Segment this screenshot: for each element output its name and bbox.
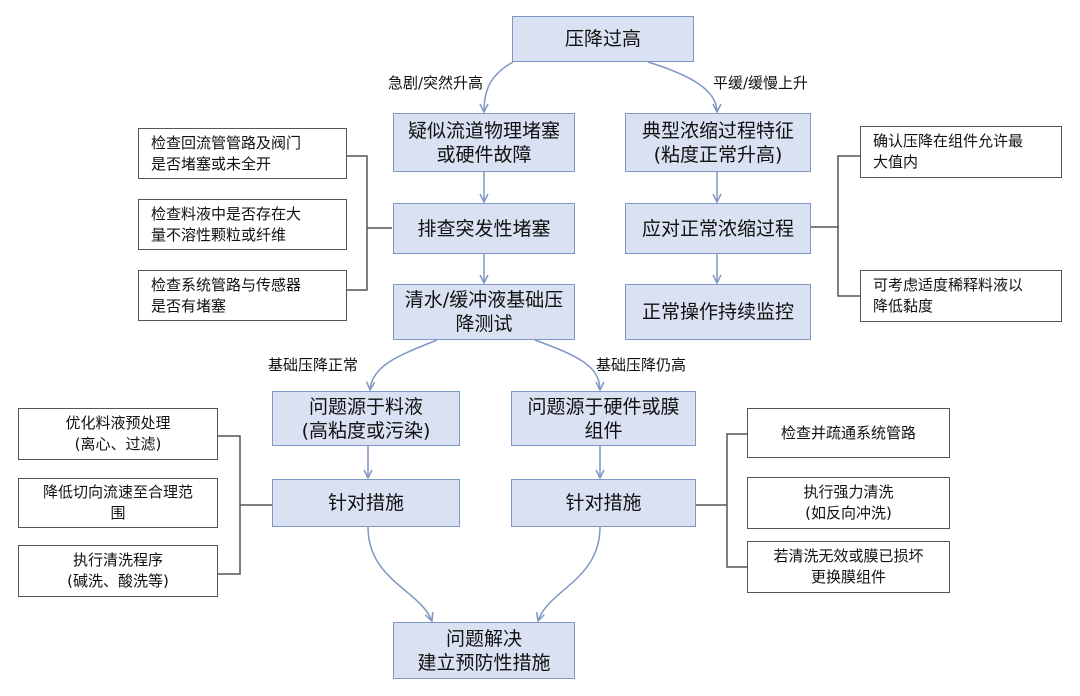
note-replace-module: 若清洗无效或膜已损坏 更换膜组件	[747, 541, 950, 593]
node-action-left: 针对措施	[272, 479, 460, 527]
note-flush: 检查并疏通系统管路	[747, 408, 950, 458]
note-particles: 检查料液中是否存在大 量不溶性颗粒或纤维	[138, 199, 347, 250]
node-resolved: 问题解决 建立预防性措施	[393, 622, 575, 679]
node-normal-conc: 应对正常浓缩过程	[625, 203, 811, 254]
node-typical: 典型浓缩过程特征 (粘度正常升高)	[625, 113, 811, 172]
arrow-action-left-to-resolved	[367, 526, 432, 621]
note-return-pipe: 检查回流管管路及阀门 是否堵塞或未全开	[138, 128, 347, 179]
note-strong-clean: 执行强力清洗 (如反向冲洗)	[747, 477, 950, 529]
note-confirm-limit: 确认压降在组件允许最 大值内	[860, 126, 1062, 178]
node-monitor: 正常操作持续监控	[625, 284, 811, 340]
arrow-root-to-typical	[647, 61, 717, 112]
node-root: 压降过高	[512, 16, 694, 62]
node-source-feed: 问题源于料液 (高粘度或污染)	[272, 391, 460, 446]
edge-label-gradual: 平缓/缓慢上升	[713, 74, 809, 92]
arrow-action-right-to-resolved	[538, 526, 601, 621]
bracket-lower-left	[218, 435, 272, 575]
node-action-right: 针对措施	[511, 479, 696, 527]
note-cleaning: 执行清洗程序 (碱洗、酸洗等)	[18, 545, 218, 597]
node-source-hardware: 问题源于硬件或膜 组件	[511, 391, 696, 446]
arrow-baseline-to-feed	[370, 339, 438, 390]
bracket-upper-left	[347, 155, 392, 291]
bracket-lower-right	[695, 433, 747, 568]
edge-label-base-high: 基础压降仍高	[596, 356, 687, 374]
bracket-upper-right	[811, 155, 860, 297]
note-dilute: 可考虑适度稀释料液以 降低黏度	[860, 270, 1062, 322]
edge-label-sudden: 急剧/突然升高	[388, 74, 484, 92]
arrow-root-to-clog	[484, 61, 514, 112]
edge-label-base-normal: 基础压降正常	[268, 356, 359, 374]
note-sensors: 检查系统管路与传感器 是否有堵塞	[138, 270, 347, 321]
node-baseline-test: 清水/缓冲液基础压 降测试	[393, 284, 575, 340]
note-pretreat: 优化料液预处理 (离心、过滤)	[18, 408, 218, 460]
note-flow-rate: 降低切向流速至合理范 围	[18, 478, 218, 528]
arrow-baseline-to-hw	[534, 339, 600, 390]
node-check-clog: 排查突发性堵塞	[393, 203, 575, 254]
node-clog: 疑似流道物理堵塞 或硬件故障	[393, 113, 575, 172]
